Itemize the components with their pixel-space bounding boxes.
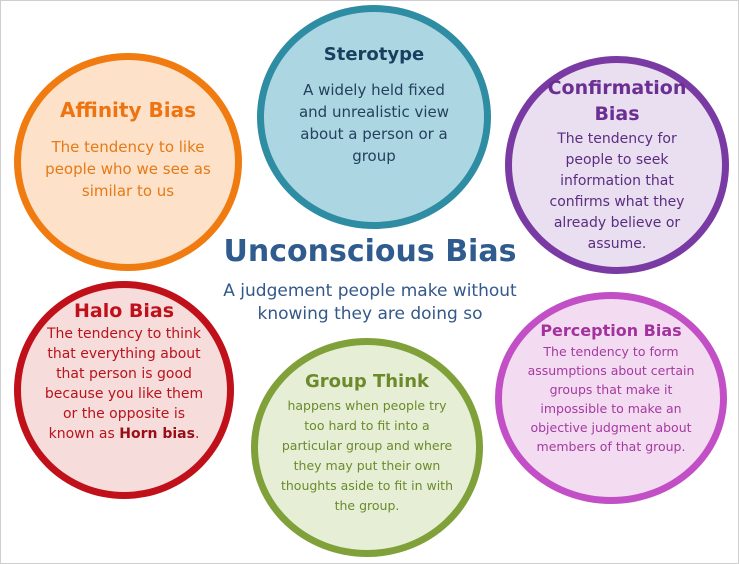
main-subtitle: A judgement people make without knowing … [223, 281, 517, 324]
perception-bias-circle: Perception Bias The tendency to form ass… [495, 292, 727, 504]
affinity-bias-title: Affinity Bias [60, 98, 196, 122]
confirmation-bias-description: The tendency for people to seek informat… [549, 131, 685, 252]
stereotype-circle: Sterotype A widely held fixed and unreal… [257, 5, 491, 229]
halo-bias-description-end: . [194, 426, 200, 442]
perception-bias-title: Perception Bias [540, 321, 682, 340]
affinity-bias-description: The tendency to like people who we see a… [45, 138, 211, 200]
confirmation-bias-title: Confirmation Bias [547, 77, 687, 125]
perception-bias-description: The tendency to form assumptions about c… [527, 344, 695, 454]
stereotype-description: A widely held fixed and unrealistic view… [298, 81, 449, 165]
confirmation-bias-circle: Confirmation Bias The tendency for peopl… [505, 56, 729, 274]
horn-bias-term: Horn bias [119, 426, 195, 442]
halo-bias-description: The tendency to think that everything ab… [39, 324, 209, 444]
group-think-description: happens when people try too hard to fit … [280, 398, 454, 513]
affinity-bias-circle: Affinity Bias The tendency to like peopl… [14, 53, 242, 271]
group-think-title: Group Think [304, 371, 430, 392]
main-title: Unconscious Bias [223, 234, 517, 269]
halo-bias-circle: Halo Bias The tendency to think that eve… [14, 281, 234, 499]
group-think-circle: Group Think happens when people try too … [251, 338, 483, 557]
stereotype-title: Sterotype [323, 44, 425, 65]
halo-bias-description-text: The tendency to think that everything ab… [44, 326, 204, 442]
halo-bias-title: Halo Bias [73, 300, 175, 322]
